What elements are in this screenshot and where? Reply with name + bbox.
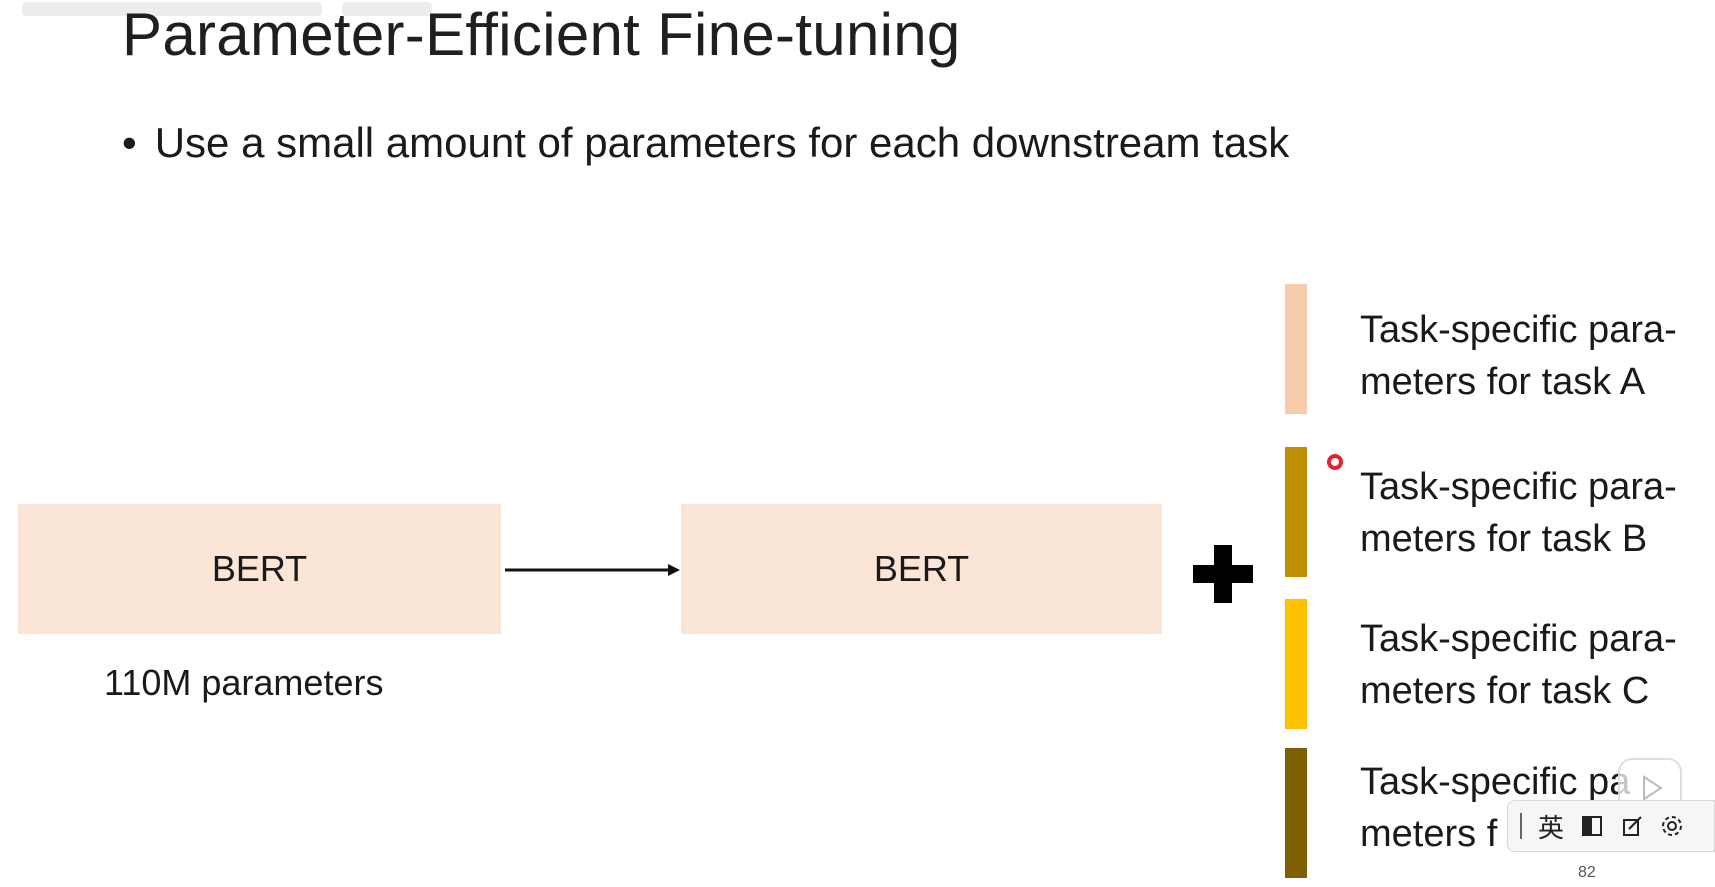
bullet-point: • Use a small amount of parameters for ea… — [122, 118, 1289, 168]
gear-icon[interactable] — [1660, 814, 1684, 838]
ime-toolbar: 英 — [1507, 800, 1715, 852]
slide-title: Parameter-Efficient Fine-tuning — [122, 1, 961, 68]
task-a-parameter-bar — [1285, 284, 1307, 414]
ime-language-toggle[interactable]: 英 — [1538, 812, 1565, 843]
task-label-line: meters for task A — [1360, 361, 1646, 403]
plus-icon — [1193, 545, 1253, 603]
task-label-line: Task-specific para- — [1360, 309, 1677, 351]
bert-box-finetuned: BERT — [681, 504, 1162, 634]
bullet-dot: • — [122, 119, 137, 166]
task-c-parameter-bar — [1285, 599, 1307, 729]
task-c-label: Task-specific para- meters for task C — [1360, 613, 1700, 717]
task-b-label: Task-specific para- meters for task B — [1360, 461, 1700, 565]
task-label-line: Task-specific para- — [1360, 618, 1677, 660]
edit-icon[interactable] — [1620, 814, 1644, 838]
bert-box-pretrained: BERT — [18, 504, 501, 634]
task-label-line: Task-specific para- — [1360, 466, 1677, 508]
task-label-line: meters for task C — [1360, 670, 1650, 712]
task-b-parameter-bar — [1285, 447, 1307, 577]
watermark-graphic — [22, 2, 432, 16]
arrow-right-icon — [505, 564, 680, 576]
laser-pointer-icon — [1327, 454, 1343, 470]
watermark-text — [22, 0, 442, 27]
bert-box-label: BERT — [211, 548, 308, 589]
param-count-label: 110M parameters — [104, 662, 384, 703]
task-d-parameter-bar — [1285, 748, 1307, 878]
half-width-icon[interactable] — [1580, 814, 1604, 838]
bullet-text: Use a small amount of parameters for eac… — [154, 119, 1290, 166]
bert-box-label: BERT — [873, 548, 970, 589]
task-label-line: Task-specific pa — [1360, 761, 1631, 803]
cursor-icon[interactable] — [1520, 813, 1522, 839]
task-label-line: meters for task B — [1360, 518, 1648, 560]
page-number: 82 — [1578, 864, 1596, 881]
task-d-label: Task-specific pa meters f — [1360, 756, 1700, 860]
task-a-label: Task-specific para- meters for task A — [1360, 304, 1700, 408]
play-triangle-icon — [1643, 775, 1663, 801]
task-label-line: meters f — [1360, 813, 1498, 855]
